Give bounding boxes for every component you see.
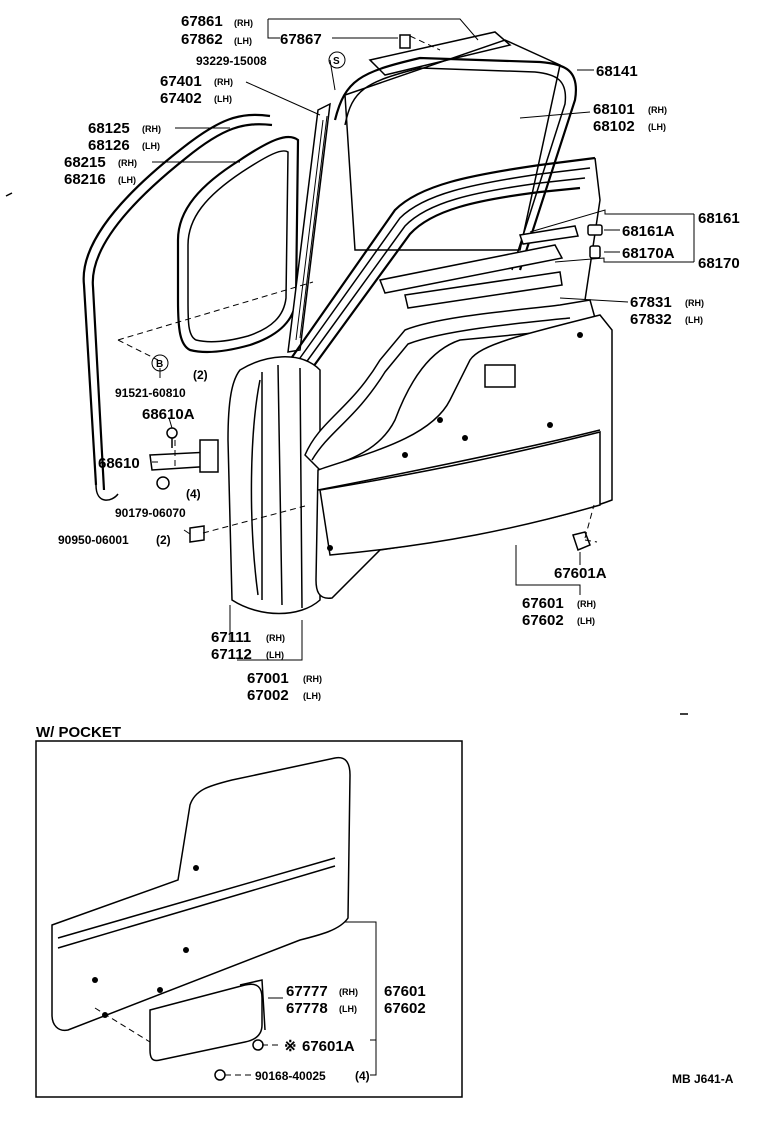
clip-68170a bbox=[589, 245, 601, 259]
label-67601a: 67601A bbox=[554, 565, 607, 582]
label-67002: 67002 bbox=[247, 687, 289, 704]
inset-title: W/ POCKET bbox=[36, 724, 121, 741]
label-68170a: 68170A bbox=[622, 245, 675, 262]
svg-text:(RH): (RH) bbox=[142, 124, 161, 134]
belt-weatherstrip-inner bbox=[404, 271, 563, 309]
door-assembly-drawing bbox=[82, 31, 613, 615]
svg-text:(RH): (RH) bbox=[303, 674, 322, 684]
inside-handle-opening bbox=[484, 364, 516, 388]
screw-67867 bbox=[399, 34, 411, 49]
door-pocket bbox=[149, 983, 263, 1062]
inset-screw-90168 bbox=[214, 1069, 226, 1081]
label-67862: 67862 bbox=[181, 31, 223, 48]
label-68215: 68215 bbox=[64, 154, 106, 171]
svg-text:(RH): (RH) bbox=[234, 18, 253, 28]
callouts-upper: 67861 (RH) 67862 (LH) 67867 93229-15008 … bbox=[58, 13, 740, 704]
b-marker bbox=[151, 354, 169, 372]
label-67832: 67832 bbox=[630, 311, 672, 328]
label-68161: 68161 bbox=[698, 210, 740, 227]
clip-68161a bbox=[587, 224, 603, 236]
inset-frame bbox=[35, 740, 463, 1098]
label-68101: 68101 bbox=[593, 101, 635, 118]
pocket-inset: W/ POCKET 67777 (RH) 67778 (LH) 67601 67… bbox=[35, 724, 463, 1098]
svg-text:(LH): (LH) bbox=[339, 1004, 357, 1014]
svg-text:S: S bbox=[333, 56, 340, 67]
svg-text:(LH): (LH) bbox=[214, 94, 232, 104]
inset-label-67601: 67601 bbox=[384, 983, 426, 1000]
label-68126: 68126 bbox=[88, 137, 130, 154]
inset-label-67601a: 67601A bbox=[302, 1038, 355, 1055]
label-68610: 68610 bbox=[98, 455, 140, 472]
label-68141: 68141 bbox=[596, 63, 638, 80]
trim-lower-panel bbox=[319, 431, 601, 556]
label-68170: 68170 bbox=[698, 255, 740, 272]
inset-label-67602: 67602 bbox=[384, 1000, 426, 1017]
label-93229-15008: 93229-15008 bbox=[196, 54, 267, 68]
label-68610a: 68610A bbox=[142, 406, 195, 423]
svg-text:(LH): (LH) bbox=[266, 650, 284, 660]
svg-text:(RH): (RH) bbox=[214, 77, 233, 87]
svg-text:(LH): (LH) bbox=[303, 691, 321, 701]
label-90168-40025: 90168-40025 bbox=[255, 1069, 326, 1083]
nut-90179 bbox=[156, 476, 170, 490]
weatherstrip-outer-inner-edge bbox=[91, 123, 273, 491]
star-marker: ※ bbox=[284, 1038, 297, 1055]
label-91521-60810: 91521-60810 bbox=[115, 386, 186, 400]
svg-text:(LH): (LH) bbox=[234, 36, 252, 46]
svg-text:(2): (2) bbox=[156, 533, 171, 547]
svg-text:(4): (4) bbox=[355, 1069, 370, 1083]
label-67402: 67402 bbox=[160, 90, 202, 107]
label-90950-06001: 90950-06001 bbox=[58, 533, 129, 547]
label-68102: 68102 bbox=[593, 118, 635, 135]
svg-text:(RH): (RH) bbox=[685, 298, 704, 308]
svg-text:(RH): (RH) bbox=[266, 633, 285, 643]
label-68125: 68125 bbox=[88, 120, 130, 137]
glass-run-frame bbox=[176, 135, 300, 354]
frame-strip-1 bbox=[282, 156, 596, 371]
svg-text:(RH): (RH) bbox=[118, 158, 137, 168]
label-67778: 67778 bbox=[286, 1000, 328, 1017]
label-67401: 67401 bbox=[160, 73, 202, 90]
door-inner-moulding bbox=[304, 299, 596, 471]
svg-text:(LH): (LH) bbox=[577, 616, 595, 626]
label-67111: 67111 bbox=[211, 629, 251, 646]
svg-text:(2): (2) bbox=[193, 368, 208, 382]
leader-lines-upper bbox=[152, 18, 695, 661]
upper-frame-moulding bbox=[368, 31, 512, 76]
label-90179-06070: 90179-06070 bbox=[115, 506, 186, 520]
svg-text:B: B bbox=[156, 359, 163, 370]
svg-text:(LH): (LH) bbox=[648, 122, 666, 132]
inset-clip-67601a bbox=[252, 1039, 264, 1051]
label-68216: 68216 bbox=[64, 171, 106, 188]
label-67831: 67831 bbox=[630, 294, 672, 311]
label-67601: 67601 bbox=[522, 595, 564, 612]
inset-trim-board bbox=[51, 756, 351, 1032]
svg-text:(RH): (RH) bbox=[648, 105, 667, 115]
clip-90950 bbox=[189, 525, 205, 543]
division-bar bbox=[287, 102, 331, 353]
label-67112: 67112 bbox=[211, 646, 252, 663]
hinge-pin-68610a bbox=[166, 427, 178, 439]
belt-weatherstrip-outer bbox=[378, 244, 564, 294]
label-67001: 67001 bbox=[247, 670, 289, 687]
clip-67601a bbox=[572, 531, 591, 552]
door-glass bbox=[344, 39, 561, 251]
label-67867: 67867 bbox=[280, 31, 322, 48]
svg-text:(RH): (RH) bbox=[577, 599, 596, 609]
svg-text:(LH): (LH) bbox=[685, 315, 703, 325]
run-channel bbox=[333, 56, 578, 271]
diagram-reference: MB J641-A bbox=[672, 1072, 734, 1086]
label-67777: 67777 bbox=[286, 983, 328, 1000]
svg-text:(RH): (RH) bbox=[339, 987, 358, 997]
svg-text:(4): (4) bbox=[186, 487, 201, 501]
svg-text:(LH): (LH) bbox=[118, 175, 136, 185]
label-68161a: 68161A bbox=[622, 223, 675, 240]
door-shell bbox=[227, 356, 321, 615]
svg-text:(LH): (LH) bbox=[142, 141, 160, 151]
s-marker bbox=[328, 51, 346, 69]
label-67861: 67861 bbox=[181, 13, 223, 30]
label-67602: 67602 bbox=[522, 612, 564, 629]
